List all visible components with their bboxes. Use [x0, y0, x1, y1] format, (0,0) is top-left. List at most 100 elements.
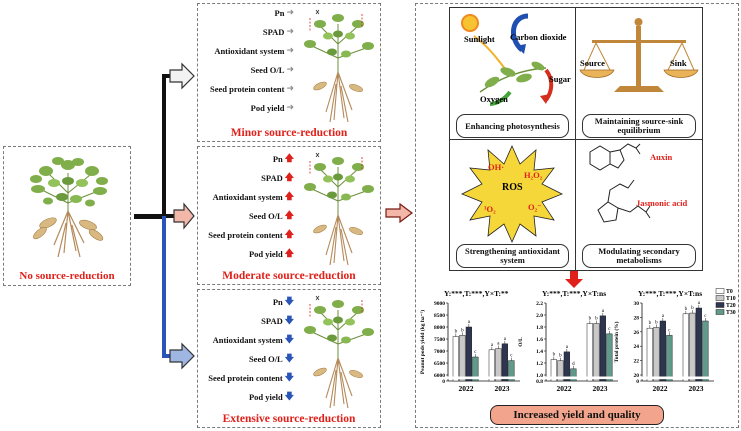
extensive-title: Extensive source-reduction [222, 413, 356, 425]
indicator-extensive-1: SPAD🡇 [261, 313, 294, 329]
arrow-up-icon: 🡅 [284, 211, 294, 221]
no-source-reduction-box: No source-reduction [3, 146, 131, 286]
result-label: Increased yield and quality [490, 405, 664, 425]
panel-antioxidant: ROS OH· H₂O₂ ¹O₂ O₂⁻ Strengthening antio… [450, 140, 575, 270]
significance-letter: a [504, 337, 507, 342]
bar [452, 336, 459, 382]
indicator-minor-5: Pod yield➜ [251, 103, 294, 113]
bar [508, 360, 515, 382]
significance-letter: c [704, 314, 707, 319]
bar [593, 323, 600, 382]
arrow-down-icon: 🡇 [284, 316, 294, 326]
y-tick-label: 1.6 [536, 337, 543, 343]
arrow-right-icon: ➜ [286, 103, 294, 113]
y-tick-label: 9000 [434, 301, 445, 307]
y-tick-label: 0.8 [536, 379, 543, 385]
significance-letter: b [595, 317, 598, 322]
bar [659, 320, 666, 382]
bar [606, 333, 613, 382]
photosynthesis-illustration [461, 13, 554, 106]
bar [488, 349, 495, 382]
indicator-moderate-4: Seed protein content🡅 [208, 227, 294, 243]
arrow-up-icon: 🡅 [284, 173, 294, 183]
y-tick-label: 28 [634, 315, 640, 321]
y-tick-label: 6000 [434, 373, 445, 379]
ros-burst-icon [461, 145, 563, 243]
y-tick-label: 0 [442, 379, 445, 385]
bar [563, 351, 570, 382]
indicator-label: Pod yield [248, 392, 283, 402]
sink-label: Sink [670, 58, 687, 68]
significance-letter: b [685, 307, 688, 312]
arrow-right-icon: ➜ [286, 27, 294, 37]
significance-letter: b [655, 320, 658, 325]
h2o2-label: H₂O₂ [524, 170, 543, 180]
indicator-label: Pn [272, 297, 283, 307]
panel-photosynthesis: Sunlight Carbon dioxide Sugar Oxygen Enh… [450, 8, 575, 139]
bar-charts: Y:***,T:***,Y×T:** Peanut pods yield (kg … [419, 288, 736, 393]
significance-letter: b [455, 330, 458, 335]
indicator-extensive-4: Seed protein content🡇 [208, 370, 294, 386]
category-label: 2022 [557, 384, 572, 393]
bar [501, 343, 508, 382]
peanut-plant-image [18, 153, 118, 261]
branch-arrows [134, 62, 195, 370]
y-tick-label: 7000 [434, 349, 445, 355]
indicator-extensive-5: Pod yield🡇 [249, 389, 294, 405]
panel-secondary: Auxin Jasmonic acid Modulating secondary… [576, 140, 702, 270]
sunlight-label: Sunlight [464, 34, 495, 44]
legend-label: T30 [726, 310, 736, 316]
y-tick-label: 2.2 [536, 301, 543, 307]
y-tick-label: 24 [634, 344, 640, 350]
indicator-minor-0: Pn➜ [275, 8, 294, 18]
bar [653, 327, 660, 382]
legend-swatch [715, 295, 725, 301]
significance-letter: a [602, 309, 605, 314]
minor-title: Minor source-reduction [230, 127, 348, 139]
arrow-up-icon: 🡅 [284, 192, 294, 202]
caption-source-sink: Maintaining source-sink equilibrium [582, 114, 696, 138]
indicator-label: SPAD [261, 173, 283, 183]
legend-label: T0 [726, 289, 733, 295]
bar [682, 313, 689, 382]
jasmonic-acid-label: Jasmonic acid [636, 198, 688, 208]
legend-swatch [715, 288, 725, 294]
bar-break [547, 376, 618, 380]
singlet-oxygen-label: ¹O₂ [484, 204, 496, 214]
y-tick-label: 30 [634, 301, 640, 307]
y-tick-label: 6500 [434, 361, 445, 367]
indicator-extensive-3: Seed O/L🡇 [249, 351, 294, 367]
no-source-reduction-label: No source-reduction [19, 270, 115, 282]
chart-title: Y:***,T:***,Y×T:ns [542, 289, 606, 298]
significance-letter: a [497, 342, 500, 347]
indicator-minor-3: Seed O/L➜ [251, 65, 294, 75]
legend-swatch [715, 302, 725, 308]
bar [702, 320, 709, 382]
moderate-title: Moderate source-reduction [222, 270, 356, 282]
caption-photosynthesis: Enhancing photosynthesis [456, 114, 569, 138]
group-minor: Pn➜SPAD➜Antioxidant system➜Seed O/L➜Seed… [197, 3, 381, 142]
bar [557, 360, 564, 382]
chart-title: Y:***,T:***,Y×T:** [444, 289, 509, 298]
y-tick-label: 8000 [434, 325, 445, 331]
caption-secondary: Modulating secondary metabolisms [582, 244, 696, 268]
mechanism-box: Sunlight Carbon dioxide Sugar Oxygen Enh… [415, 3, 739, 428]
indicator-extensive-2: Antioxidant system🡇 [213, 332, 294, 348]
category-label: 2023 [495, 384, 510, 393]
peanut-plant-moderate-image [296, 151, 380, 267]
bar [586, 323, 593, 382]
mechanism-grid: Sunlight Carbon dioxide Sugar Oxygen Enh… [449, 7, 703, 271]
significance-letter: b [461, 328, 464, 333]
indicator-label: Antioxidant system [214, 46, 285, 56]
arrow-down-icon: 🡇 [284, 373, 294, 383]
arrow-down-icon: 🡇 [284, 335, 294, 345]
bar [570, 368, 577, 382]
chemical-structures-icon [589, 143, 651, 223]
chart-ylabel: Peanut pods yield (kg ha⁻¹) [419, 310, 426, 374]
legend-swatch [715, 309, 725, 315]
y-tick-label: 0 [636, 379, 639, 385]
y-tick-label: 26 [634, 330, 640, 336]
y-tick-label: 22 [634, 359, 640, 365]
significance-letter: b [559, 354, 562, 359]
oh-label: OH· [488, 162, 505, 172]
